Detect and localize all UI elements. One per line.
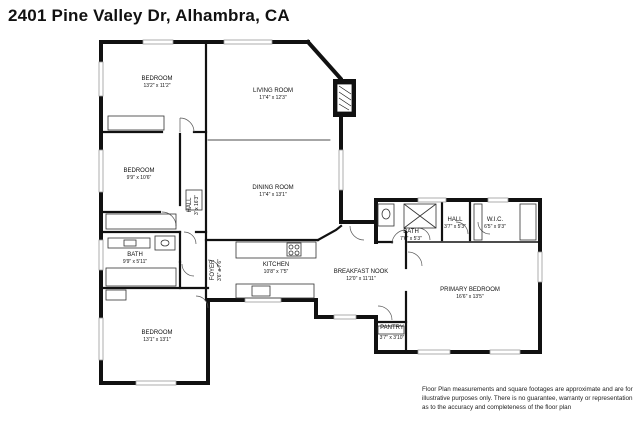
room-name-kitchen: KITCHEN: [263, 262, 289, 268]
room-dims-foyer: 3'6" x 7'6": [217, 259, 223, 281]
room-dims-pantry: 3'7" x 3'10": [380, 335, 405, 341]
fireplace: [333, 79, 356, 117]
room-name-bedroom-3: BEDROOM: [141, 330, 172, 336]
interior-walls: [101, 42, 541, 354]
room-name-bath-1: BATH: [127, 252, 143, 258]
room-name-bedroom-2: BEDROOM: [123, 168, 154, 174]
room-dims-wic: 6'5" x 9'3": [484, 224, 506, 230]
room-dims-primary-bedroom: 16'6" x 13'5": [456, 294, 484, 300]
disclaimer-line: as to the accuracy and completeness of t…: [422, 403, 572, 411]
room-dims-kitchen: 10'8" x 7'5": [264, 269, 289, 275]
room-name-dining-room: DINING ROOM: [252, 185, 293, 191]
room-dims-hall-2: 3'7" x 5'3": [444, 224, 466, 230]
room-name-bedroom-1: BEDROOM: [141, 76, 172, 82]
room-name-bath-2: BATH: [403, 229, 419, 235]
room-dims-bedroom-2: 9'9" x 10'6": [127, 175, 152, 181]
disclaimer-line: Floor Plan measurements and square foota…: [422, 386, 633, 393]
room-name-foyer: FOYER: [210, 259, 216, 280]
room-dims-bath-2: 7'6" x 5'3": [400, 236, 422, 242]
fixtures: [105, 115, 537, 335]
room-dims-bedroom-1: 13'2" x 11'2": [143, 83, 170, 89]
room-name-hall-1: HALL: [187, 197, 193, 213]
room-name-wic: W.I.C.: [487, 217, 504, 223]
room-dims-bedroom-3: 13'1" x 13'1": [143, 337, 171, 343]
disclaimer-text: Floor Plan measurements and square foota…: [422, 386, 634, 412]
room-dims-hall-1: 3' x 16'3": [194, 195, 200, 215]
room-name-primary-bedroom: PRIMARY BEDROOM: [440, 287, 500, 293]
disclaimer-line: illustrative purposes only. There is no …: [422, 394, 633, 402]
room-labels: BEDROOM 13'2" x 11'2" LIVING ROOM 17'4" …: [123, 76, 506, 343]
windows: [98, 39, 543, 386]
room-name-hall-2: HALL: [447, 217, 463, 223]
room-dims-breakfast-nook: 12'0" x 11'11": [346, 276, 376, 282]
room-dims-dining-room: 17'4" x 13'1": [259, 192, 287, 198]
address-title: 2401 Pine Valley Dr, Alhambra, CA: [8, 6, 290, 25]
room-dims-living-room: 17'4" x 12'3": [259, 95, 287, 101]
room-name-breakfast-nook: BREAKFAST NOOK: [334, 269, 389, 275]
room-dims-bath-1: 9'9" x 5'11": [123, 259, 147, 265]
room-name-living-room: LIVING ROOM: [253, 88, 293, 94]
room-name-pantry: PANTRY: [380, 325, 404, 331]
